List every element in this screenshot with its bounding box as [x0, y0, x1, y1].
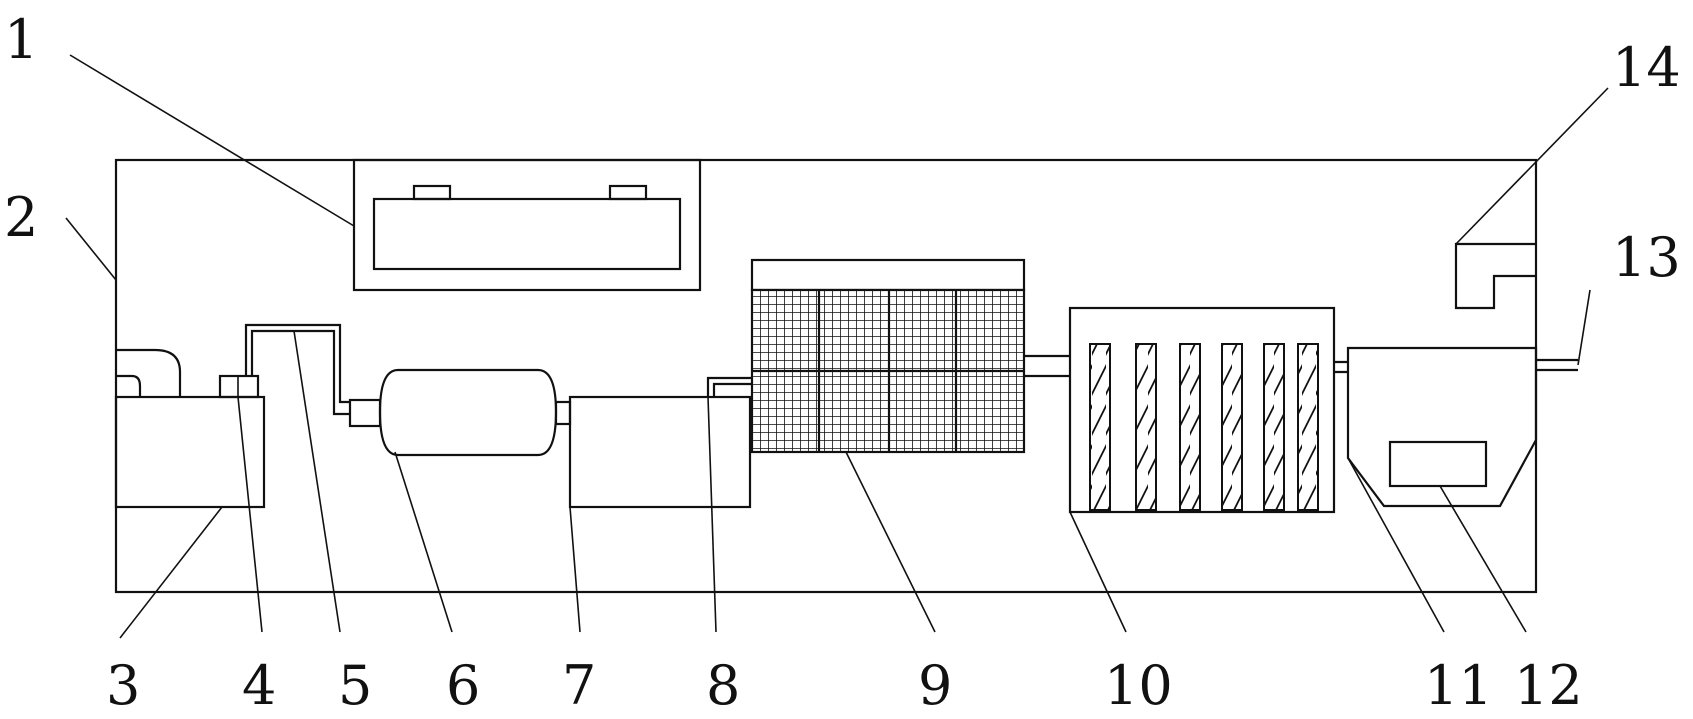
leader-12 — [1439, 485, 1527, 633]
top-box-terminal-left — [412, 184, 452, 201]
label-11: 11 — [1424, 654, 1493, 717]
small-block-4 — [218, 374, 260, 399]
leader-10 — [1069, 511, 1127, 633]
window-12 — [1388, 440, 1488, 488]
leader-11 — [1347, 457, 1445, 633]
top-box-terminal-right — [608, 184, 648, 201]
top-box-outer — [352, 158, 702, 292]
box-7 — [568, 395, 752, 509]
label-9: 9 — [918, 654, 952, 717]
bracket-14 — [1454, 242, 1536, 310]
label-6: 6 — [446, 654, 480, 717]
mesh-thick-lines — [752, 290, 1024, 452]
label-5: 5 — [338, 654, 372, 717]
top-box-inner — [372, 197, 682, 271]
pipe-8-inner — [712, 382, 752, 397]
label-7: 7 — [562, 654, 596, 717]
number-labels: 1 2 3 4 5 6 7 8 9 10 11 12 13 14 — [4, 8, 1681, 717]
leader-8 — [707, 396, 717, 633]
leader-7 — [569, 506, 581, 633]
mesh-filter-9 — [750, 258, 1026, 454]
outlet-pipe-13 — [1536, 358, 1578, 372]
loop-pipe-outer — [244, 323, 350, 404]
leader-3 — [119, 506, 223, 639]
tank-inlet-nozzle — [348, 398, 382, 428]
leader-6 — [394, 451, 453, 633]
leader-13 — [1577, 289, 1591, 366]
leader-5 — [293, 330, 341, 633]
loop-pipe-inner — [250, 329, 350, 416]
cylinder-tank — [348, 368, 572, 457]
leader-14 — [1455, 87, 1609, 245]
hatch-bar-4 — [1221, 343, 1243, 511]
hopper-body — [1346, 346, 1538, 508]
hopper-11 — [1346, 346, 1538, 508]
tank-body — [378, 368, 558, 457]
pipe-10-11 — [1334, 360, 1348, 374]
hatch-bar-5 — [1263, 343, 1285, 511]
leader-lines — [65, 54, 1609, 639]
pipe-8-outer — [706, 376, 752, 397]
top-box-assembly — [352, 158, 702, 292]
label-10: 10 — [1104, 654, 1173, 717]
leader-9 — [845, 451, 936, 633]
left-hook — [116, 348, 182, 397]
leader-1 — [69, 54, 355, 227]
label-2: 2 — [4, 186, 38, 249]
hatch-bar-2 — [1135, 343, 1157, 511]
filter-box — [1068, 306, 1336, 514]
label-13: 13 — [1612, 226, 1681, 289]
pipe-9-10 — [1024, 354, 1070, 378]
label-14: 14 — [1612, 36, 1681, 99]
left-block-assembly — [114, 348, 266, 509]
hatch-bar-3 — [1179, 343, 1201, 511]
left-block — [114, 395, 266, 509]
label-1: 1 — [4, 8, 38, 71]
mesh-cap — [750, 258, 1026, 292]
hatched-filter-10 — [1068, 306, 1336, 514]
hatch-bar-6 — [1297, 343, 1319, 511]
hatch-bar-1 — [1089, 343, 1111, 511]
label-8: 8 — [706, 654, 740, 717]
left-hook-inner — [116, 374, 142, 397]
leader-4 — [237, 396, 263, 633]
label-12: 12 — [1514, 654, 1583, 717]
tank-outlet-nozzle — [554, 400, 572, 426]
leader-2 — [65, 217, 117, 281]
label-4: 4 — [242, 654, 276, 717]
label-3: 3 — [106, 654, 140, 717]
